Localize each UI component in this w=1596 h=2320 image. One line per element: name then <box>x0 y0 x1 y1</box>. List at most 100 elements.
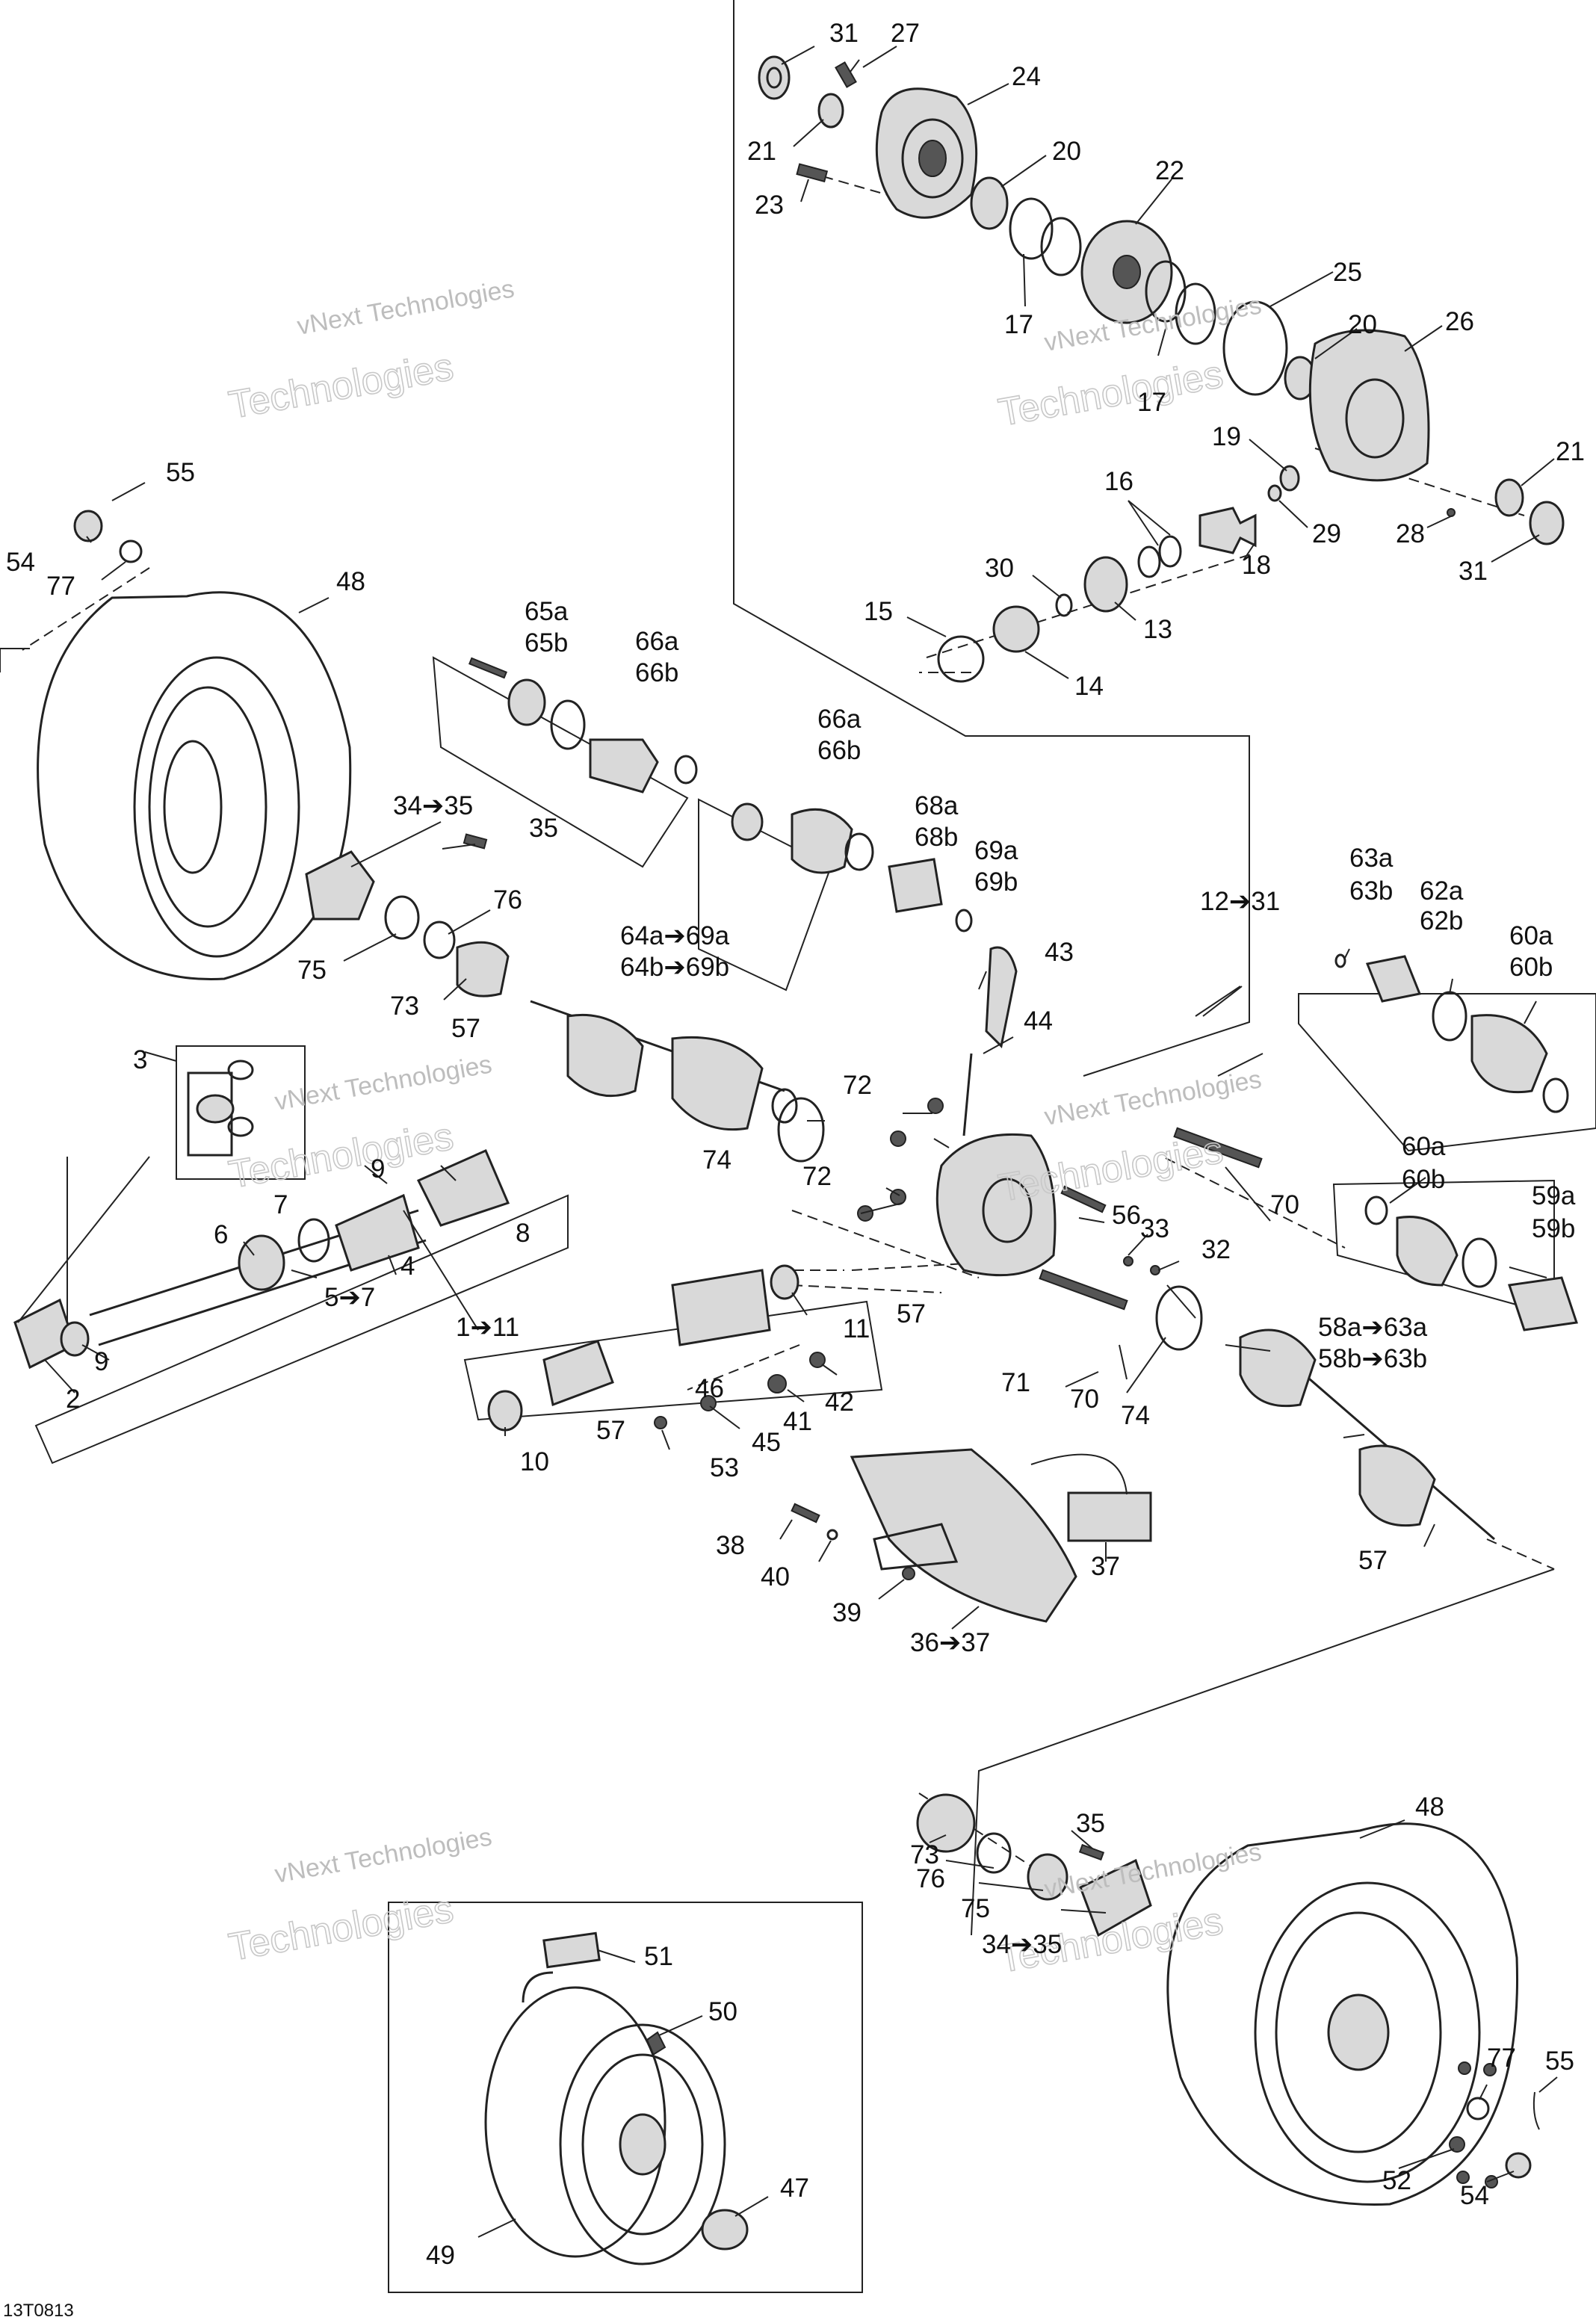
callout-label: 57 <box>1358 1546 1388 1575</box>
callout-label: 72 <box>802 1162 832 1191</box>
left-driveshaft <box>468 657 973 1131</box>
callout-label: 51 <box>644 1942 673 1971</box>
watermark-text: vNext Technologies <box>1042 1837 1264 1904</box>
callout-label: 15 <box>864 597 893 626</box>
callout-label: 16 <box>1104 467 1133 496</box>
callout-label: 63b <box>1349 876 1393 906</box>
callout-label: 27 <box>891 19 920 48</box>
callout-label: 38 <box>716 1531 745 1560</box>
callout-label: 17 <box>1137 388 1166 417</box>
callout-label: 69a <box>974 836 1018 865</box>
callout-label: 65b <box>525 628 568 658</box>
callout-label: 7 <box>273 1190 288 1219</box>
callout-label: 53 <box>710 1453 739 1482</box>
callout-label: 57 <box>596 1416 625 1445</box>
callout-label: 31 <box>829 19 859 48</box>
callout-label: 11 <box>843 1314 870 1343</box>
callout-label: 68a <box>915 791 959 820</box>
callout-label: 58b➔63b <box>1318 1344 1427 1373</box>
callout-label: 77 <box>1487 2044 1516 2073</box>
callout-label: 42 <box>825 1388 854 1417</box>
front-differential-parts <box>758 55 1565 683</box>
callout-label: 54 <box>6 548 35 577</box>
callout-label: 64b➔69b <box>620 953 729 982</box>
drawing-code: 13T0813 <box>3 2301 74 2320</box>
callout-label: 73 <box>910 1840 939 1869</box>
skid-plate <box>791 1448 1152 1623</box>
callout-label: 56 <box>1112 1201 1141 1230</box>
callout-label: 72 <box>843 1071 872 1100</box>
callout-label: 31 <box>1459 557 1488 586</box>
callout-label: 28 <box>1396 519 1425 548</box>
callout-label: 76 <box>916 1864 945 1893</box>
rear-driveshaft <box>487 1264 826 1432</box>
callout-label: 26 <box>1445 307 1474 336</box>
callout-label: 50 <box>708 1997 737 2026</box>
callout-label: 3 <box>133 1045 147 1074</box>
callout-label: 20 <box>1052 137 1081 166</box>
callout-label: 55 <box>1545 2047 1574 2076</box>
propeller-shaft <box>13 1060 510 1370</box>
callout-label: 35 <box>1076 1809 1105 1838</box>
callout-label: 8 <box>516 1219 530 1248</box>
callout-label: 62a <box>1420 876 1464 906</box>
watermark-text: Technologies <box>995 353 1226 435</box>
watermark-text: vNext Technologies <box>295 274 516 341</box>
callout-label: 65a <box>525 597 569 626</box>
callout-label: 13 <box>1143 615 1172 644</box>
watermark-text: vNext Technologies <box>1042 1065 1264 1131</box>
callout-label: 23 <box>755 191 784 220</box>
watermark-text: Technologies <box>226 1887 457 1970</box>
callout-label: 66a <box>635 627 679 656</box>
callout-label: 49 <box>426 2241 455 2270</box>
callout-label: 60a <box>1402 1132 1446 1161</box>
watermark-text: vNext Technologies <box>273 1050 494 1116</box>
callout-label: 21 <box>1556 437 1585 466</box>
watermark-text: vNext Technologies <box>273 1822 494 1889</box>
callout-label: 25 <box>1333 258 1362 287</box>
callout-label: 48 <box>336 567 365 596</box>
callout-label: 47 <box>780 2174 809 2203</box>
right-wheel <box>916 1793 1540 2206</box>
callout-label: 48 <box>1415 1792 1444 1822</box>
callout-label: 5➔7 <box>324 1283 375 1312</box>
callout-label: 59a <box>1532 1181 1576 1210</box>
callout-label: 70 <box>1270 1190 1299 1219</box>
callout-label: 45 <box>752 1428 781 1457</box>
watermark-text: Technologies <box>226 345 457 427</box>
callout-label: 74 <box>1121 1401 1150 1430</box>
callout-label: 40 <box>761 1562 790 1591</box>
callout-label: 18 <box>1242 551 1271 580</box>
callout-label: 44 <box>1024 1006 1053 1036</box>
callout-label: 37 <box>1091 1552 1120 1581</box>
callout-label: 73 <box>390 992 419 1021</box>
callout-label: 75 <box>961 1894 990 1923</box>
callout-label: 75 <box>297 956 327 985</box>
callout-label: 52 <box>1382 2166 1411 2195</box>
callout-label: 66b <box>635 658 678 687</box>
callout-label: 63a <box>1349 844 1394 873</box>
callout-label: 69b <box>974 867 1018 897</box>
callout-label: 21 <box>747 137 776 166</box>
callout-label: 60b <box>1402 1165 1445 1194</box>
callout-label: 22 <box>1155 156 1184 185</box>
callout-label: 58a➔63a <box>1318 1313 1428 1342</box>
callout-label: 68b <box>915 823 958 852</box>
callout-label: 66b <box>817 736 861 765</box>
callout-label: 57 <box>451 1014 480 1043</box>
rim-detail <box>484 1931 749 2265</box>
callout-label: 43 <box>1045 938 1074 967</box>
callout-labels: 31 27 24 21 20 23 22 17 25 20 26 17 19 2… <box>6 19 1585 2270</box>
callout-label: 66a <box>817 705 862 734</box>
callout-label: 60a <box>1509 921 1553 950</box>
callout-label: 35 <box>529 814 558 843</box>
callout-label: 64a➔69a <box>620 921 730 950</box>
callout-label: 33 <box>1140 1214 1169 1243</box>
callout-label: 55 <box>166 458 195 487</box>
callout-label: 41 <box>783 1407 812 1436</box>
callout-label: 59b <box>1532 1214 1575 1243</box>
right-driveshaft <box>1239 953 1578 1541</box>
callout-label: 1➔11 <box>456 1313 519 1342</box>
callout-label: 24 <box>1012 62 1041 91</box>
